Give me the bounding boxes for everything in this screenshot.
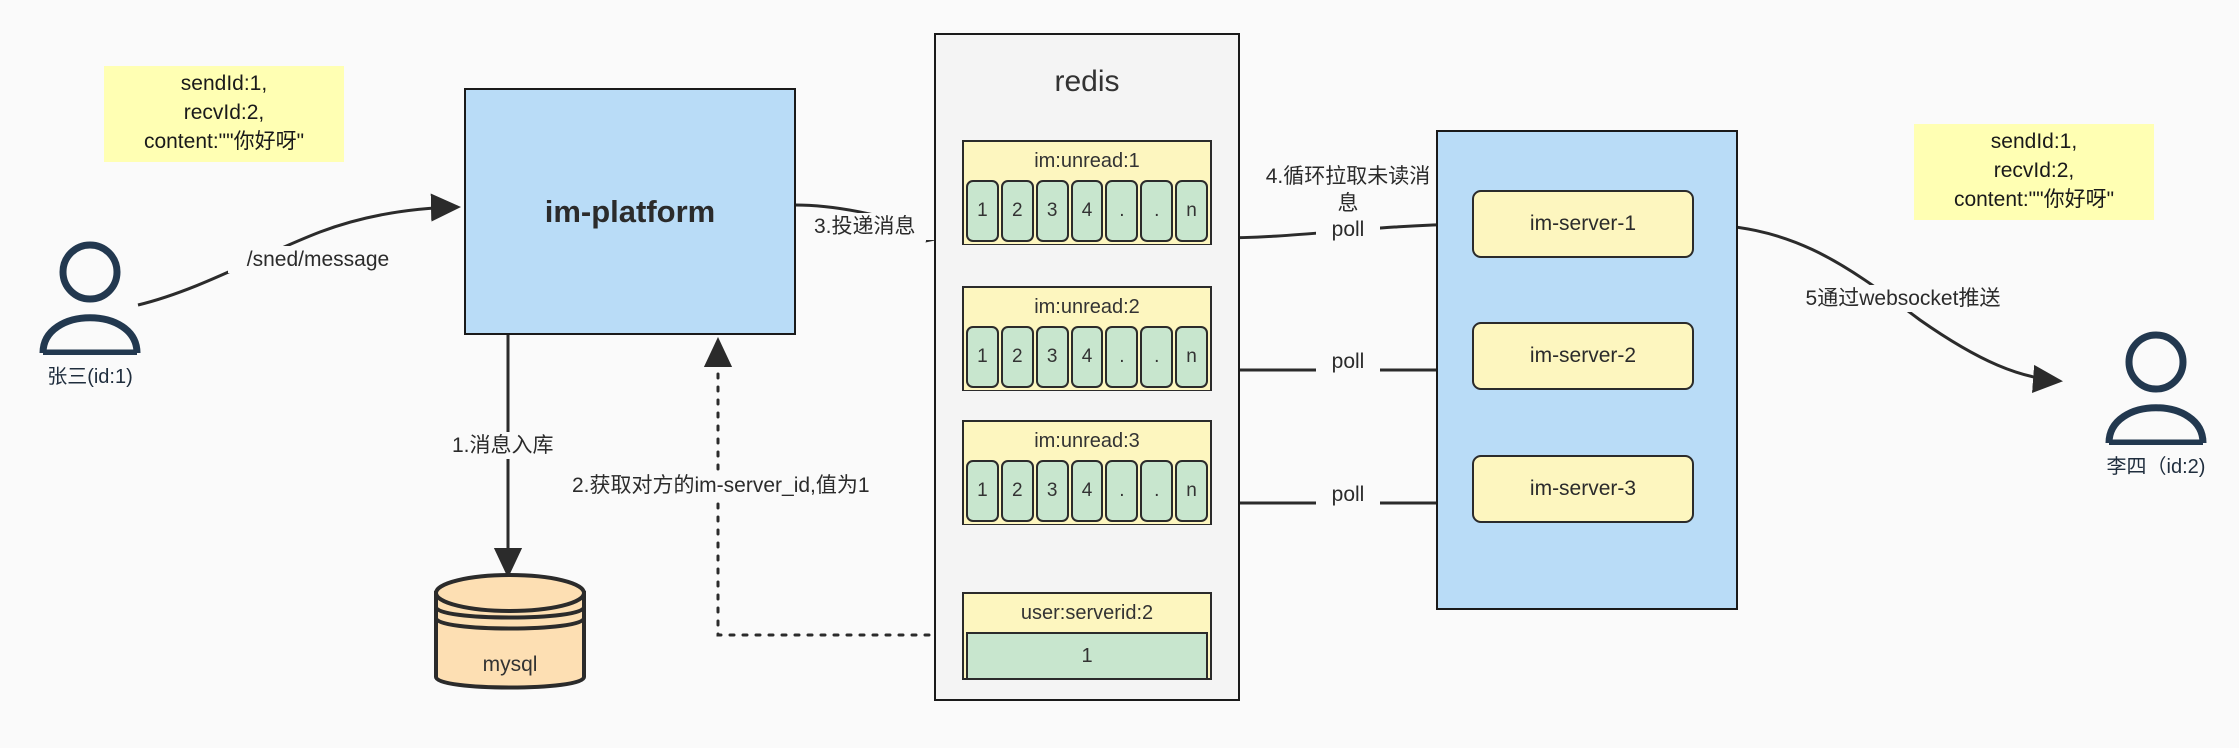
avatar-receiver	[2096, 330, 2216, 445]
redis-cells: 1 2 3 4 . . n	[964, 460, 1210, 524]
redis-cell: 2	[1000, 180, 1034, 242]
note-left: sendId:1, recvId:2, content:""你好呀"	[104, 66, 344, 162]
edge-label-poll-1: poll	[1316, 216, 1380, 243]
redis-cell: 4	[1070, 326, 1104, 388]
receiver-label: 李四（id:2)	[2106, 456, 2206, 478]
redis-value-cell: 1	[966, 632, 1208, 680]
redis-key-header: im:unread:1	[964, 142, 1210, 180]
redis-key-header: im:unread:2	[964, 288, 1210, 326]
sender-label: 张三(id:1)	[47, 366, 133, 388]
note-right: sendId:1, recvId:2, content:""你好呀"	[1914, 124, 2154, 220]
redis-key-im-unread-1[interactable]: im:unread:1 1 2 3 4 . . n	[962, 140, 1212, 245]
redis-cell: n	[1175, 460, 1209, 522]
redis-key-header: user:serverid:2	[964, 594, 1210, 632]
redis-cell: n	[1175, 326, 1209, 388]
redis-cell: 2	[1000, 326, 1034, 388]
redis-cell: 1	[966, 180, 999, 242]
node-mysql[interactable]: mysql	[430, 565, 590, 705]
redis-cell: 1	[966, 460, 999, 522]
redis-cell: n	[1175, 180, 1209, 242]
redis-key-im-unread-2[interactable]: im:unread:2 1 2 3 4 . . n	[962, 286, 1212, 391]
redis-key-header: im:unread:3	[964, 422, 1210, 460]
edge-label-step4: 4.循环拉取未读消 息	[1248, 163, 1448, 217]
redis-cell: 3	[1035, 460, 1069, 522]
edge-label-poll-3: poll	[1316, 481, 1380, 508]
redis-key-im-unread-3[interactable]: im:unread:3 1 2 3 4 . . n	[962, 420, 1212, 525]
edge-label-step3: 3.投递消息	[812, 213, 952, 240]
avatar-sender	[30, 240, 150, 355]
redis-cell: .	[1140, 460, 1174, 522]
redis-cell: .	[1105, 460, 1139, 522]
redis-cell: .	[1140, 180, 1174, 242]
node-im-server-2[interactable]: im-server-2	[1472, 322, 1694, 390]
redis-cell: 1	[966, 326, 999, 388]
redis-cell: .	[1140, 326, 1174, 388]
redis-cell: 4	[1070, 460, 1104, 522]
edge-label-send-message: /sned/message	[228, 246, 408, 273]
redis-cell: 3	[1035, 326, 1069, 388]
redis-cell: .	[1105, 180, 1139, 242]
redis-title: redis	[1054, 65, 1120, 98]
mysql-label: mysql	[482, 653, 538, 676]
redis-cells: 1 2 3 4 . . n	[964, 326, 1210, 390]
redis-cell: 2	[1000, 460, 1034, 522]
redis-cell: .	[1105, 326, 1139, 388]
node-im-server-1[interactable]: im-server-1	[1472, 190, 1694, 258]
node-im-platform[interactable]: im-platform	[464, 88, 796, 335]
redis-key-user-serverid-2[interactable]: user:serverid:2 1	[962, 592, 1212, 680]
node-im-server-3[interactable]: im-server-3	[1472, 455, 1694, 523]
edge-label-poll-2: poll	[1316, 348, 1380, 375]
edge-label-step1: 1.消息入库	[450, 432, 620, 459]
edge-label-step2: 2.获取对方的im-server_id,值为1	[570, 472, 970, 499]
redis-cell: 4	[1070, 180, 1104, 242]
edge-label-step5: 5通过websocket推送	[1778, 285, 2028, 312]
redis-cells: 1 2 3 4 . . n	[964, 180, 1210, 244]
redis-cell: 3	[1035, 180, 1069, 242]
